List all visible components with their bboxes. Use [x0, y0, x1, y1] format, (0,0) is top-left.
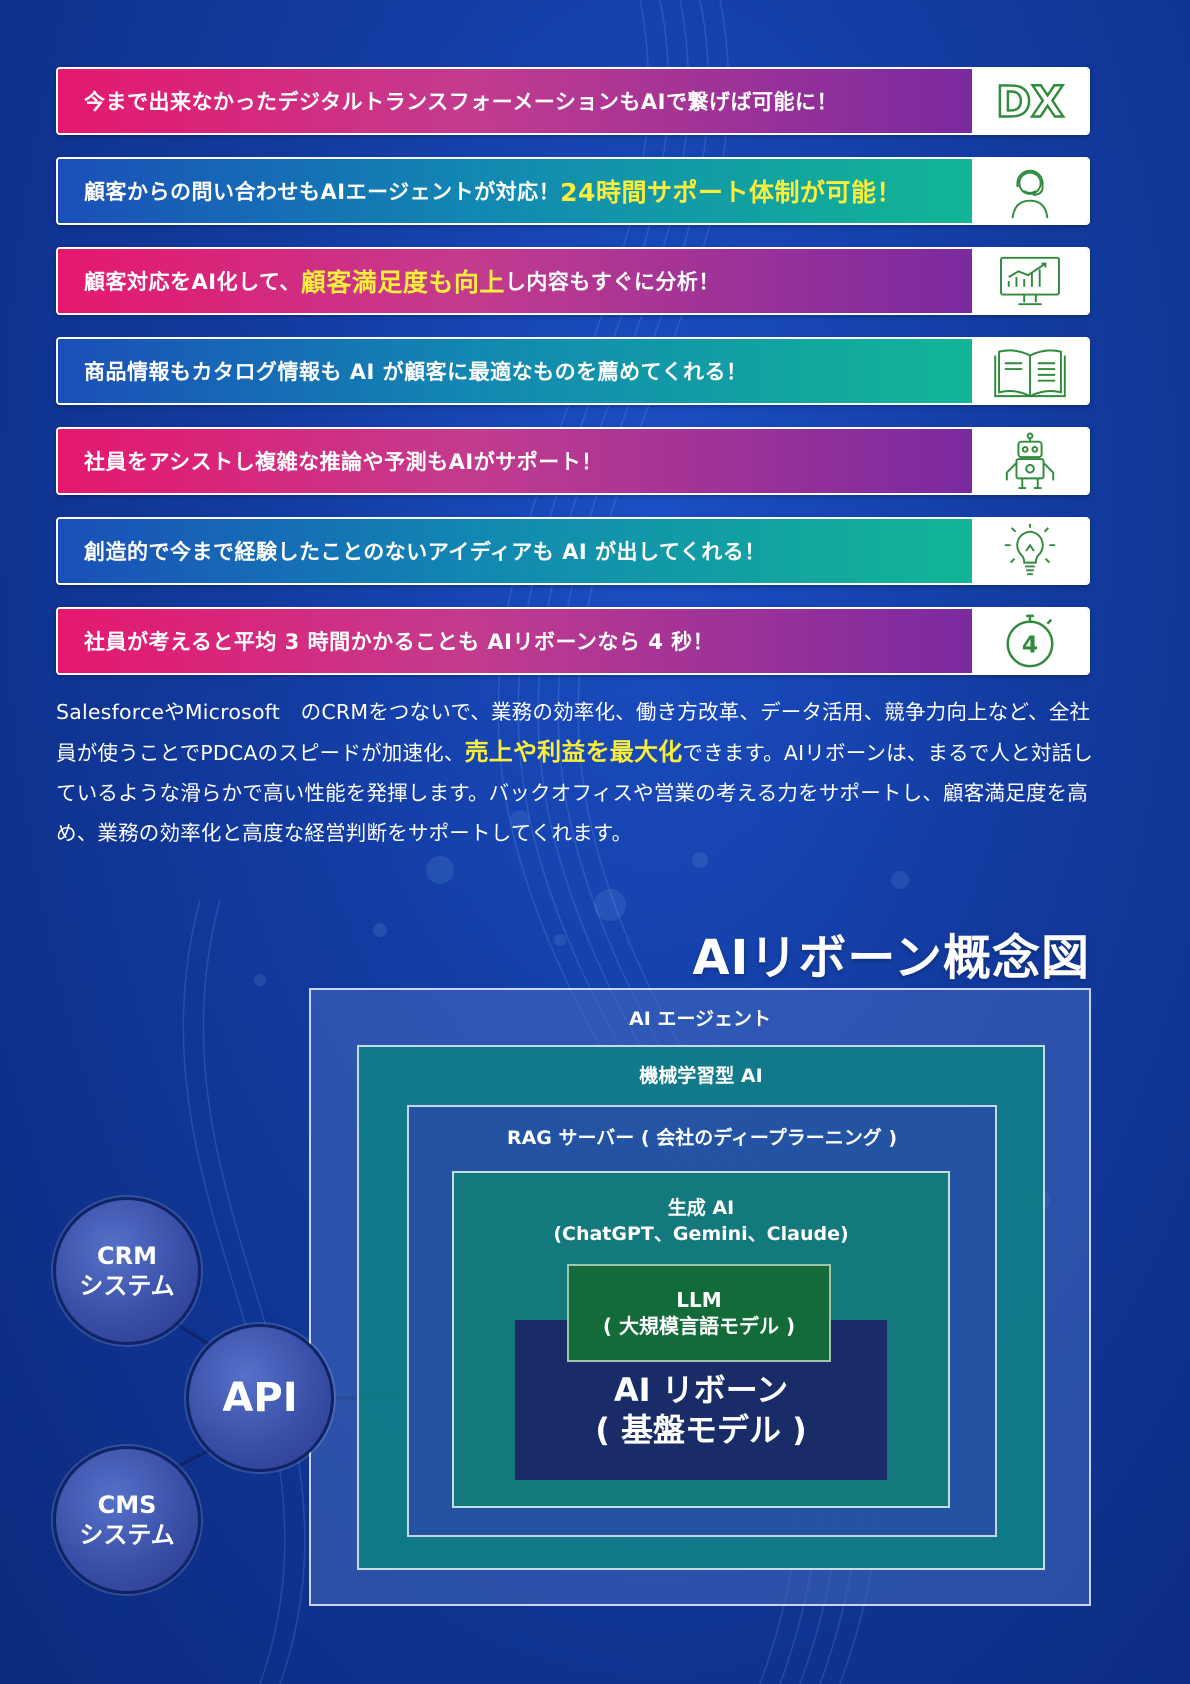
dx-icon: DX	[972, 69, 1088, 133]
feature-banner: 商品情報もカタログ情報も AI が顧客に最適なものを薦めてくれる！	[56, 337, 1090, 405]
foundation-model-subtitle: ( 基盤モデル )	[595, 1411, 807, 1449]
cms-label: CMS	[97, 1491, 157, 1519]
feature-banner-text: 顧客からの問い合わせもAIエージェントが対応！24時間サポート体制が可能！	[58, 159, 972, 223]
generative-ai-label: 生成 AI	[667, 1197, 735, 1219]
description-text-2: できます。AIリボーンは、まるで人と対話しているような滑らかで高い性能を発揮しま…	[56, 741, 1094, 845]
feature-banner-phrase: 顧客対応をAI化して、	[84, 270, 301, 294]
feature-banner-phrase: 社員が考えると平均 3 時間かかることも AIリボーンなら 4 秒！	[84, 630, 715, 654]
support-agent-icon	[972, 159, 1088, 223]
description-paragraph: SalesforceやMicrosoft のCRMをつないで、業務の効率化、働き…	[56, 692, 1096, 853]
diagram-title: AIリボーン概念図	[692, 930, 1090, 986]
feature-banner-highlight: 顧客満足度も向上	[300, 268, 505, 297]
feature-banner-phrase: し内容もすぐに分析！	[504, 270, 720, 294]
feature-banner-text: 社員が考えると平均 3 時間かかることも AIリボーンなら 4 秒！	[58, 609, 972, 673]
description-text-1: SalesforceやMicrosoft のCRMをつないで、業務の効率化、働き…	[56, 700, 1091, 765]
crm-system-circle: CRM システム	[53, 1197, 201, 1345]
analytics-monitor-icon	[972, 249, 1088, 313]
feature-banner-text: 社員をアシストし複雑な推論や予測もAIがサポート！	[58, 429, 972, 493]
cms-system-circle: CMS システム	[53, 1446, 201, 1594]
rag-server-label: RAG サーバー ( 会社のディープラーニング )	[506, 1127, 898, 1149]
generative-ai-examples: (ChatGPT、Gemini、Claude)	[553, 1223, 849, 1245]
dx-icon-text: DX	[996, 78, 1064, 127]
foundation-model-name: AI リボーン	[613, 1371, 789, 1409]
machine-learning-label: 機械学習型 AI	[639, 1065, 763, 1087]
crm-system-label: システム	[79, 1272, 175, 1300]
lightbulb-icon	[972, 519, 1088, 583]
stopwatch-icon-text: 4	[1022, 632, 1038, 659]
feature-banner-text: 商品情報もカタログ情報も AI が顧客に最適なものを薦めてくれる！	[58, 339, 972, 403]
api-label: API	[222, 1375, 298, 1421]
feature-banner-phrase: 社員をアシストし複雑な推論や予測もAIがサポート！	[84, 450, 603, 474]
feature-banner: 社員をアシストし複雑な推論や予測もAIがサポート！	[56, 427, 1090, 495]
feature-banner: 今まで出来なかったデジタルトランスフォーメーションもAIで繋げば可能に！ DX	[56, 67, 1090, 135]
feature-banner-phrase: 創造的で今まで経験したことのないアイディアも AI が出してくれる！	[84, 540, 766, 564]
llm-name: LLM	[676, 1288, 722, 1312]
stopwatch-icon: 4	[972, 609, 1088, 673]
feature-banner: 創造的で今まで経験したことのないアイディアも AI が出してくれる！	[56, 517, 1090, 585]
feature-banner-phrase: 顧客からの問い合わせもAIエージェントが対応！	[84, 180, 561, 204]
feature-banner-text: 創造的で今まで経験したことのないアイディアも AI が出してくれる！	[58, 519, 972, 583]
feature-banner-highlight: 24時間サポート体制が可能！	[560, 178, 902, 207]
feature-banner-text: 今まで出来なかったデジタルトランスフォーメーションもAIで繋げば可能に！	[58, 69, 972, 133]
cms-system-label: システム	[79, 1521, 175, 1549]
feature-banner-text: 顧客対応をAI化して、顧客満足度も向上し内容もすぐに分析！	[58, 249, 972, 313]
llm-subtitle: ( 大規模言語モデル )	[602, 1314, 796, 1338]
api-circle: API	[186, 1324, 334, 1472]
feature-banner-phrase: 商品情報もカタログ情報も AI が顧客に最適なものを薦めてくれる！	[84, 360, 748, 384]
ai-agent-label: AI エージェント	[628, 1008, 771, 1030]
robot-icon	[972, 429, 1088, 493]
open-book-icon	[972, 339, 1088, 403]
llm-box: LLM ( 大規模言語モデル )	[567, 1264, 831, 1362]
crm-label: CRM	[97, 1242, 157, 1270]
feature-banner: 顧客からの問い合わせもAIエージェントが対応！24時間サポート体制が可能！	[56, 157, 1090, 225]
description-highlight: 売上や利益を最大化	[464, 738, 683, 766]
feature-banner: 社員が考えると平均 3 時間かかることも AIリボーンなら 4 秒！ 4	[56, 607, 1090, 675]
feature-banner-phrase: 今まで出来なかったデジタルトランスフォーメーションもAIで繋げば可能に！	[84, 90, 838, 114]
feature-banner: 顧客対応をAI化して、顧客満足度も向上し内容もすぐに分析！	[56, 247, 1090, 315]
